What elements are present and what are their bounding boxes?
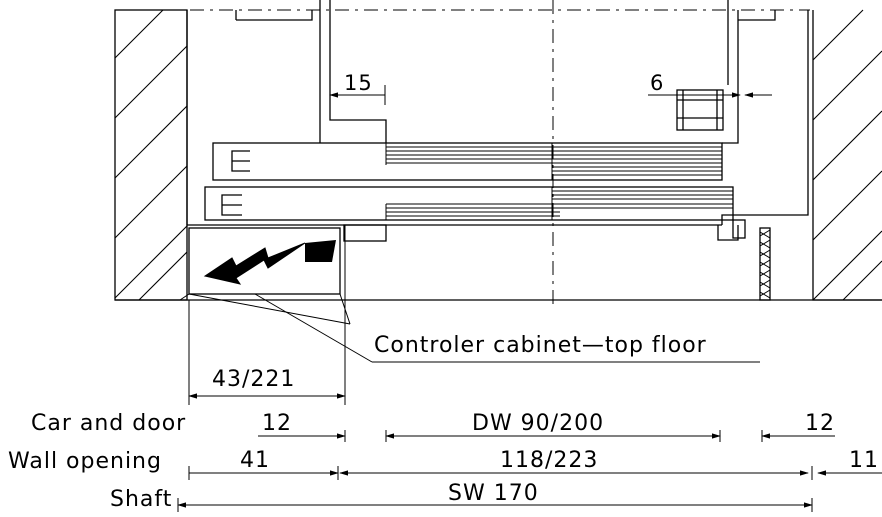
row-wall-opening: Wall opening 41 118/223 11 xyxy=(8,448,882,480)
dim-cabinet: 43/221 xyxy=(188,225,346,405)
door-panel-upper xyxy=(212,142,723,181)
dim-6-label: 6 xyxy=(650,71,664,95)
sill-left xyxy=(343,224,387,242)
row-label-wall-opening: Wall opening xyxy=(8,449,162,474)
row-shaft-center: SW 170 xyxy=(448,481,539,506)
dim-cabinet-label: 43/221 xyxy=(212,367,295,392)
row-car-right: 12 xyxy=(805,411,835,436)
door-operator xyxy=(676,89,724,131)
row-car-and-door: Car and door 12 DW 90/200 12 xyxy=(31,411,835,442)
left-wall xyxy=(114,9,188,301)
car-outline xyxy=(186,0,809,226)
row-wall-right: 11 xyxy=(849,448,879,473)
sill-right xyxy=(717,219,746,241)
controller-cabinet xyxy=(188,227,341,295)
door-panel-lower xyxy=(204,186,734,221)
dim-15: 15 xyxy=(329,71,386,105)
row-label-car-and-door: Car and door xyxy=(31,411,186,436)
arrow-head xyxy=(205,268,230,280)
dim-6: 6 xyxy=(648,71,772,98)
row-wall-left: 41 xyxy=(240,448,270,473)
wall-cladding xyxy=(759,227,771,301)
dim-15-label: 15 xyxy=(344,71,373,95)
row-shaft: Shaft SW 170 xyxy=(110,481,813,512)
right-wall xyxy=(812,9,882,301)
row-car-left: 12 xyxy=(262,411,292,436)
row-label-shaft: Shaft xyxy=(110,487,172,512)
row-car-center: DW 90/200 xyxy=(472,411,604,436)
row-wall-center: 118/223 xyxy=(500,448,598,473)
callout-leader xyxy=(179,293,760,363)
callout-label: Controler cabinet—top floor xyxy=(374,333,707,358)
